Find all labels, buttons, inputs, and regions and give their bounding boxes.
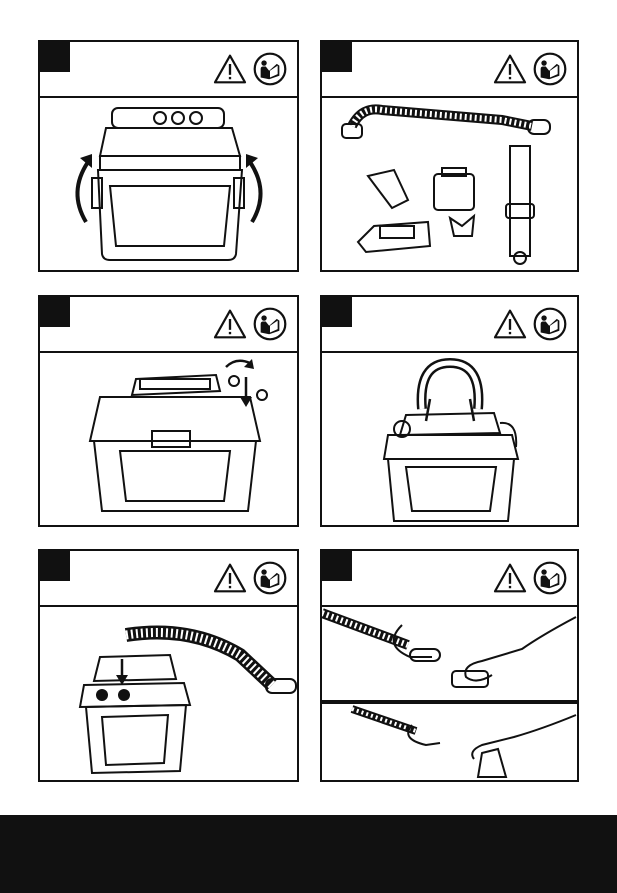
read-manual-icon [253, 52, 287, 86]
panel-header [40, 551, 297, 607]
panel-2 [320, 40, 579, 272]
read-manual-icon [253, 307, 287, 341]
warning-triangle-icon [493, 54, 527, 84]
panel-4 [320, 295, 579, 527]
warning-triangle-icon [213, 563, 247, 593]
panel-header [322, 551, 577, 607]
read-manual-icon [253, 561, 287, 595]
panel-3 [38, 295, 299, 527]
lid-latch-icon [40, 351, 297, 525]
warning-triangle-icon [213, 54, 247, 84]
accessories-icon [322, 96, 577, 270]
panel-1 [38, 40, 299, 272]
read-manual-icon [533, 307, 567, 341]
panel-header [40, 297, 297, 353]
read-manual-icon [533, 561, 567, 595]
step-number-box [40, 551, 70, 581]
step-number-box [322, 551, 352, 581]
step-number-box [40, 42, 70, 72]
warning-triangle-icon [493, 309, 527, 339]
battery-removal-icon [40, 96, 297, 270]
read-manual-icon [533, 52, 567, 86]
panel-header [322, 297, 577, 353]
step-number-box [322, 297, 352, 327]
nozzle-attach-icon [322, 605, 577, 780]
step-number-box [322, 42, 352, 72]
warning-triangle-icon [493, 563, 527, 593]
panel-header [40, 42, 297, 98]
panel-5 [38, 549, 299, 782]
panel-6 [320, 549, 579, 782]
warning-triangle-icon [213, 309, 247, 339]
step-number-box [40, 297, 70, 327]
page-footer-band [0, 815, 617, 893]
panel-header [322, 42, 577, 98]
hose-connect-icon [40, 605, 297, 780]
strap-install-icon [322, 351, 577, 525]
